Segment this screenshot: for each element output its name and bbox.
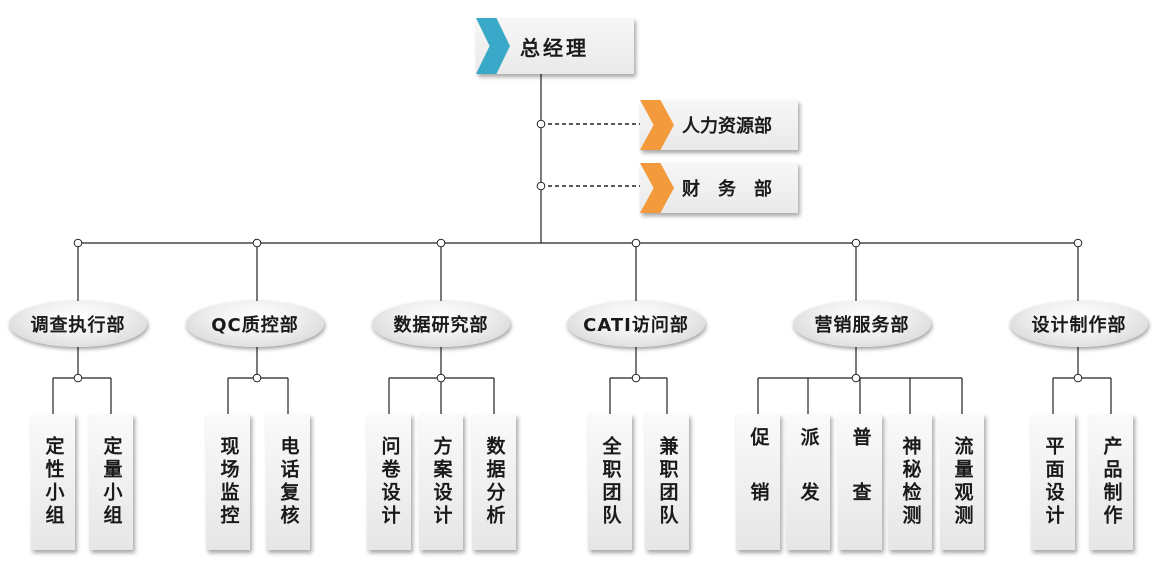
chevron-right-icon	[476, 18, 510, 74]
unit-label: 派发	[797, 427, 820, 537]
junction-dot	[851, 238, 861, 248]
chevron-right-icon	[640, 100, 674, 150]
unit-phone-review[interactable]: 电话复核	[266, 414, 310, 550]
unit-label: 现场监控	[217, 436, 240, 528]
unit-label: 产品制作	[1100, 436, 1123, 528]
dept-qc[interactable]: QC质控部	[186, 301, 324, 347]
junction-dot	[436, 373, 446, 383]
unit-label: 平面设计	[1042, 436, 1065, 528]
unit-census[interactable]: 普查	[838, 414, 882, 550]
chevron-right-icon	[640, 163, 674, 213]
junction-dot	[252, 238, 262, 248]
unit-traffic-observation[interactable]: 流量观测	[940, 414, 984, 550]
dept-cati[interactable]: CATI访问部	[567, 301, 705, 347]
unit-label: 方案设计	[430, 436, 453, 528]
junction-dot	[851, 373, 861, 383]
staff-box-hr[interactable]: 人力资源部	[640, 100, 798, 150]
unit-label: 定性小组	[42, 436, 65, 528]
junction-dot	[73, 373, 83, 383]
unit-label: 兼职团队	[656, 436, 679, 528]
unit-graphic-design[interactable]: 平面设计	[1031, 414, 1075, 550]
unit-promotion[interactable]: 促销	[736, 414, 780, 550]
junction-dot	[436, 238, 446, 248]
unit-label: 定量小组	[100, 436, 123, 528]
unit-label: 问卷设计	[378, 436, 401, 528]
unit-field-monitor[interactable]: 现场监控	[206, 414, 250, 550]
junction-dot	[252, 373, 262, 383]
unit-label: 数据分析	[483, 436, 506, 528]
unit-parttime-team[interactable]: 兼职团队	[645, 414, 689, 550]
unit-fulltime-team[interactable]: 全职团队	[588, 414, 632, 550]
unit-label: 全职团队	[599, 436, 622, 528]
unit-label: 流量观测	[951, 436, 974, 528]
junction-dot	[536, 119, 546, 129]
unit-product-making[interactable]: 产品制作	[1089, 414, 1133, 550]
junction-dot	[1073, 373, 1083, 383]
ceo-label: 总经理	[520, 35, 589, 60]
staff-label-hr: 人力资源部	[682, 116, 772, 137]
junction-dot	[631, 238, 641, 248]
unit-data-analysis[interactable]: 数据分析	[472, 414, 516, 550]
dept-survey-execution[interactable]: 调查执行部	[9, 301, 147, 347]
junction-dot	[1073, 238, 1083, 248]
unit-label: 普查	[849, 427, 872, 537]
unit-qualitative[interactable]: 定性小组	[31, 414, 75, 550]
unit-label: 神秘检测	[899, 436, 922, 528]
junction-dot	[631, 373, 641, 383]
unit-distribution[interactable]: 派发	[786, 414, 830, 550]
dept-data-research[interactable]: 数据研究部	[372, 301, 510, 347]
junction-dot	[536, 181, 546, 191]
unit-mystery-check[interactable]: 神秘检测	[888, 414, 932, 550]
unit-quantitative[interactable]: 定量小组	[89, 414, 133, 550]
unit-label: 促销	[747, 427, 770, 537]
ceo-box[interactable]: 总经理	[476, 18, 634, 74]
unit-questionnaire-design[interactable]: 问卷设计	[367, 414, 411, 550]
dept-marketing-service[interactable]: 营销服务部	[793, 301, 931, 347]
staff-box-finance[interactable]: 财 务 部	[640, 163, 798, 213]
staff-label-finance: 财 务 部	[682, 179, 772, 200]
unit-plan-design[interactable]: 方案设计	[419, 414, 463, 550]
dept-design[interactable]: 设计制作部	[1010, 301, 1148, 347]
unit-label: 电话复核	[277, 436, 300, 528]
junction-dot	[73, 238, 83, 248]
